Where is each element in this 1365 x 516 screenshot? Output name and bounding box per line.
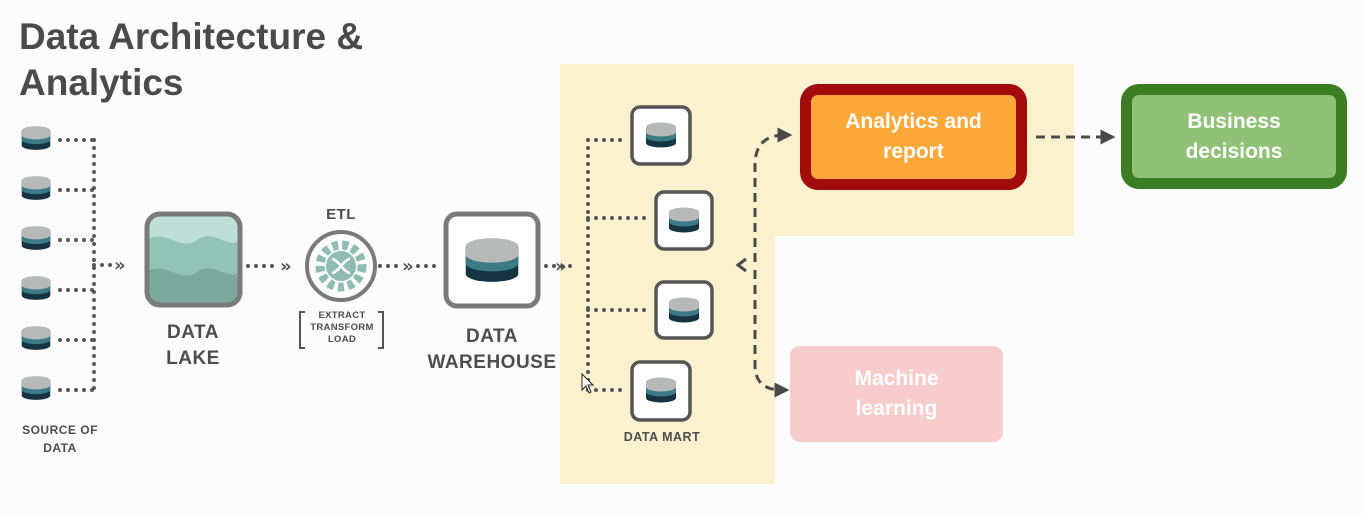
data-warehouse-icon: [443, 211, 541, 309]
source-database-icon: [21, 326, 51, 350]
etl-label: ETL: [326, 206, 356, 223]
data-lake-label: DATA LAKE: [166, 322, 220, 369]
warehouse-to-mart-connectors: [544, 138, 654, 392]
title-line-2: Analytics: [19, 62, 184, 103]
source-database-icon: [21, 126, 51, 150]
data-mart-icon: [654, 280, 714, 340]
etl-gear-icon: [305, 230, 377, 302]
data-mart-highlight-bottom: [560, 236, 775, 484]
source-connectors: [58, 138, 114, 392]
title-line-1: Data Architecture &: [19, 16, 364, 57]
chevron-arrow-icon: »: [555, 256, 567, 277]
source-database-icon: [21, 276, 51, 300]
source-label: SOURCE OF DATA: [22, 423, 98, 455]
chevron-arrow-icon: »: [402, 256, 414, 277]
data-warehouse-label: DATA WAREHOUSE: [427, 326, 557, 373]
page-title: Data Architecture & Analytics: [19, 14, 363, 106]
source-database-icon: [21, 226, 51, 250]
data-mart-label: DATA MART: [623, 430, 701, 444]
source-database-icon: [21, 376, 51, 400]
etl-bracket: [299, 311, 384, 349]
machine-learning-box: Machine learning: [790, 346, 1003, 442]
cursor-icon: [581, 372, 595, 394]
data-mart-icon: [654, 190, 714, 251]
source-database-icon: [21, 176, 51, 200]
data-lake-icon: [144, 211, 243, 308]
etl-steps-label: EXTRACT TRANSFORM LOAD: [310, 310, 374, 345]
business-decisions-box: Business decisions: [1121, 84, 1347, 189]
brace-tip: [735, 257, 747, 273]
chevron-arrow-icon: »: [114, 255, 126, 276]
chevron-arrow-icon: »: [280, 256, 292, 277]
data-mart-icon: [630, 105, 692, 166]
analytics-report-box: Analytics and report: [800, 84, 1027, 190]
data-mart-icon: [630, 360, 692, 422]
mart-to-outputs-arrows: [753, 127, 793, 398]
